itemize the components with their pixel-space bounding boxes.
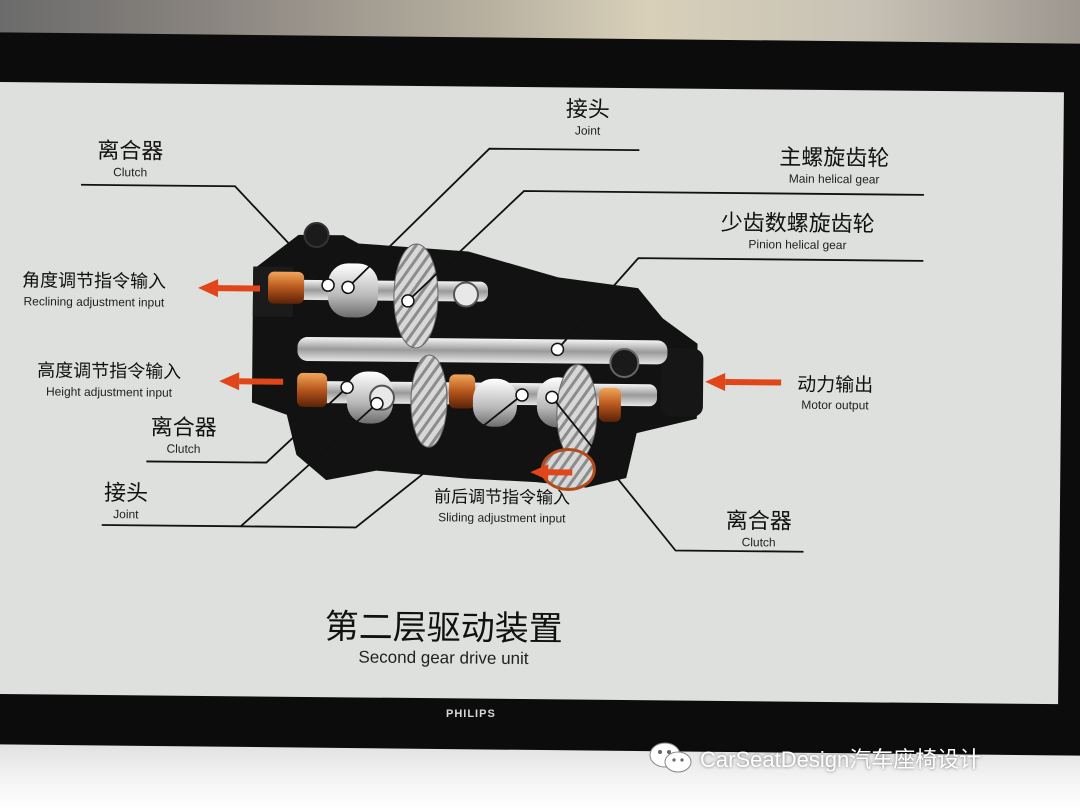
reclining-input-coupler [268,272,304,304]
label-joint-bottom: 接头 Joint [104,481,148,521]
label-motor-en: Motor output [797,398,873,413]
label-reclining: 角度调节指令输入 Reclining adjustment input [22,268,166,309]
wechat-icon [648,740,694,776]
motor-arrow-icon [705,373,781,392]
main-helical-gear [393,244,438,348]
slide-title-en: Second gear drive unit [324,647,562,669]
reclining-arrow-icon [198,279,260,298]
label-clutch-mid-en: Clutch [150,441,216,456]
label-clutch-top-en: Clutch [97,165,163,180]
pinion-helical-gear [411,355,448,447]
label-joint-top-en: Joint [565,123,609,137]
lower-clutch-mid [473,379,517,427]
label-clutch-mid-cn: 离合器 [151,415,217,442]
label-pinion-helical-cn: 少齿数螺旋齿轮 [721,211,875,238]
label-clutch-right-cn: 离合器 [726,509,792,536]
label-clutch-top: 离合器 Clutch [97,139,163,180]
monitor-screen: 接头 Joint 离合器 Clutch 主螺旋齿轮 Main helical g… [0,82,1064,704]
label-motor: 动力输出 Motor output [797,372,873,413]
label-reclining-en: Reclining adjustment input [22,294,166,309]
label-pinion-helical-en: Pinion helical gear [720,237,874,252]
sliding-input-coupler [449,374,475,408]
label-joint-bottom-cn: 接头 [104,481,148,507]
label-clutch-right: 离合器 Clutch [726,509,792,550]
lower-right-coupler [599,388,621,422]
watermark: CarSeatDesign汽车座椅设计 [648,740,981,776]
label-main-helical-en: Main helical gear [779,171,889,186]
label-main-helical-cn: 主螺旋齿轮 [779,145,889,172]
height-input-coupler [297,373,327,407]
label-sliding: 前后调节指令输入 Sliding adjustment input [434,484,570,525]
label-sliding-cn: 前后调节指令输入 [434,484,570,511]
label-joint-top-cn: 接头 [566,97,610,123]
label-sliding-en: Sliding adjustment input [434,510,570,525]
label-height-cn: 高度调节指令输入 [37,358,181,385]
watermark-text: CarSeatDesign汽车座椅设计 [700,742,981,774]
label-joint-top: 接头 Joint [565,97,609,137]
label-reclining-cn: 角度调节指令输入 [22,268,166,295]
label-height: 高度调节指令输入 Height adjustment input [37,358,181,399]
label-clutch-right-en: Clutch [726,535,792,550]
label-joint-bottom-en: Joint [104,507,148,521]
monitor-brand-logo: PHILIPS [446,708,496,720]
label-clutch-mid: 离合器 Clutch [150,415,216,456]
label-clutch-top-cn: 离合器 [97,139,163,166]
label-main-helical: 主螺旋齿轮 Main helical gear [779,145,889,186]
label-height-en: Height adjustment input [37,384,181,399]
label-motor-cn: 动力输出 [797,372,873,399]
slide-title: 第二层驱动装置 Second gear drive unit [324,607,563,669]
slide-title-cn: 第二层驱动装置 [325,607,563,649]
label-pinion-helical: 少齿数螺旋齿轮 Pinion helical gear [720,211,874,252]
